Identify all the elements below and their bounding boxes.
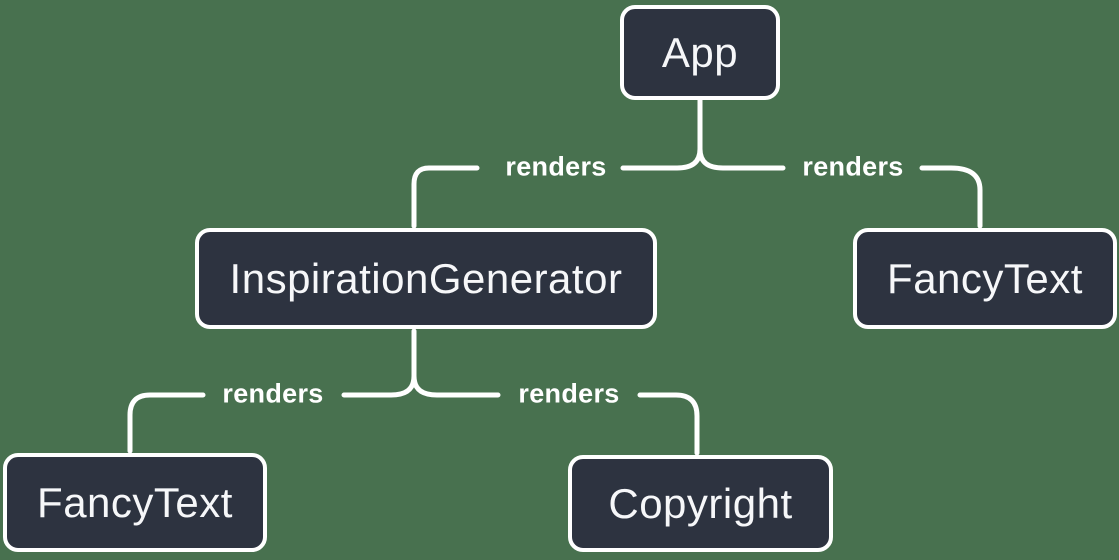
node-inspiration-generator-label: InspirationGenerator [229, 254, 623, 302]
node-fancy-text-bottom-label: FancyText [37, 478, 233, 526]
edge-app-fancytext-line-inner [697, 146, 786, 171]
node-copyright-label: Copyright [608, 479, 793, 527]
node-inspiration-generator: InspirationGenerator [195, 228, 657, 329]
node-fancy-text-bottom: FancyText [3, 453, 267, 552]
edge-label-app-inspirationgenerator: renders [505, 151, 607, 182]
edge-inspirationgenerator-copyright-line-outer [637, 392, 700, 456]
edge-app-inspirationgenerator-line-inner [620, 97, 703, 171]
edge-inspirationgenerator-copyright-line-inner [411, 373, 501, 398]
node-app: App [620, 5, 780, 100]
edge-label-app-fancytext: renders [802, 151, 904, 182]
edge-inspirationgenerator-fancytext-line-inner [341, 328, 417, 398]
edge-inspirationgenerator-fancytext-line-outer [127, 392, 206, 454]
node-fancy-text-top: FancyText [853, 228, 1117, 329]
node-copyright: Copyright [568, 455, 833, 552]
edge-app-fancytext-line-outer [919, 165, 983, 229]
node-fancy-text-top-label: FancyText [887, 254, 1083, 302]
node-app-label: App [661, 28, 739, 76]
edge-label-inspirationgenerator-fancytext: renders [222, 378, 324, 409]
edge-app-inspirationgenerator-line-outer [411, 165, 480, 229]
edge-label-inspirationgenerator-copyright: renders [518, 378, 620, 409]
